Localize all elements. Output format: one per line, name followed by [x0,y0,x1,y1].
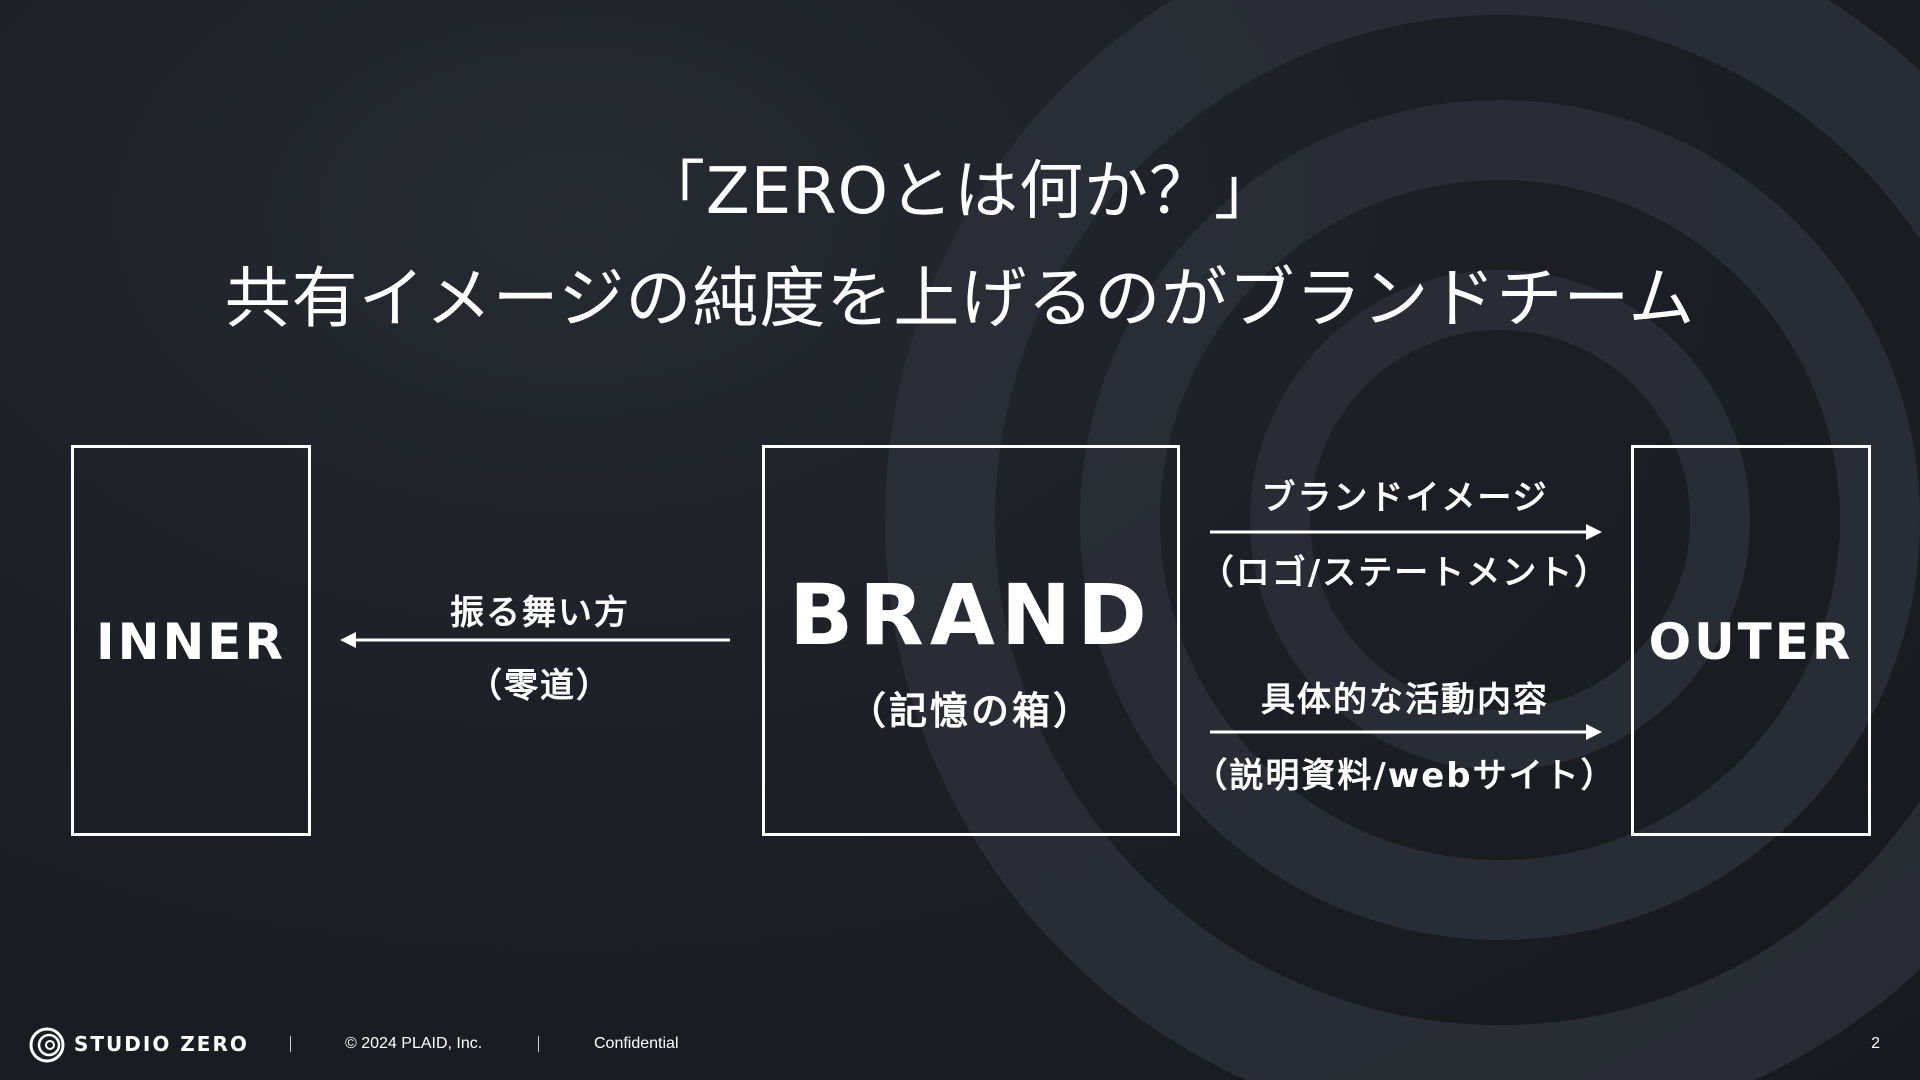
outer-label: OUTER [1648,613,1854,671]
left-arrow-icon [340,632,730,648]
slide-title-line-2: 共有イメージの純度を上げるのがブランドチーム [224,260,1696,337]
footer-brand: STUDIO ZERO [74,1032,249,1056]
footer-confidential: Confidential [594,1035,679,1052]
footer-divider [538,1036,539,1052]
inner-box: INNER [71,445,311,836]
left-arrow-label: 振る舞い方 [450,593,630,633]
brand-box: BRAND （記憶の箱） [762,445,1180,836]
slide-title-line-1: 「ZEROとは何か？」 [640,155,1280,229]
page-number: 2 [1871,1035,1880,1052]
footer: STUDIO ZERO © 2024 PLAID, Inc. Confident… [0,1020,1920,1070]
right-arrow-bottom-sublabel: （説明資料/webサイト） [1193,756,1617,796]
outer-box: OUTER [1631,445,1871,836]
right-arrow-bottom-label: 具体的な活動内容 [1261,680,1549,720]
left-arrow-sublabel: （零道） [468,666,612,706]
footer-divider [290,1036,291,1052]
brand-label: BRAND [789,566,1153,664]
footer-copyright: © 2024 PLAID, Inc. [345,1035,483,1052]
right-arrow-top-sublabel: （ロゴ/ステートメント） [1199,553,1611,593]
right-arrow-bottom-icon [1210,724,1602,740]
right-arrow-top-icon [1210,524,1602,540]
studio-zero-logo-icon [29,1027,65,1063]
inner-label: INNER [96,613,286,671]
right-arrow-top-label: ブランドイメージ [1261,478,1549,518]
brand-sublabel: （記憶の箱） [847,689,1094,733]
